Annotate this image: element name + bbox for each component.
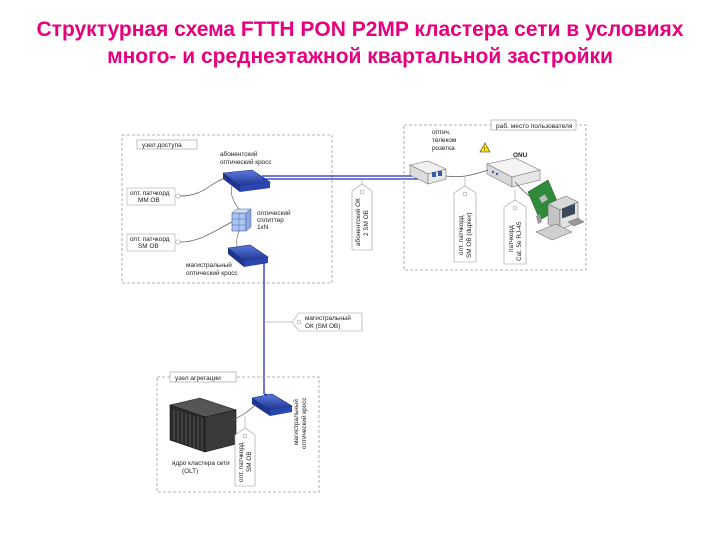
trunk-cross-access-label-2: оптический кросс	[186, 269, 238, 277]
mm-patchcord-line	[179, 177, 227, 197]
duplex-patchcord-line	[445, 169, 489, 178]
patchcord-cat5e-tag: патчкорд Cat. 5e RJ-45	[503, 190, 527, 265]
subscriber-cross-device	[222, 169, 271, 192]
trunk-cross-device-aggregation	[251, 393, 293, 416]
patchcord-duplex-label-1: опт. патчкорд	[458, 215, 465, 255]
computer-icon	[535, 195, 585, 241]
outlet-label-3: розетка	[432, 145, 455, 152]
trunk-cross-aggregation-label-1: магистральный	[292, 399, 300, 445]
patchcord-cat5e-label-2: Cat. 5e RJ-45	[516, 221, 523, 261]
aggregation-node: узел агрегации ядро кластера сети (OLT)	[156, 371, 320, 493]
olt-patchcord-line	[231, 403, 257, 421]
aggregation-node-header: узел агрегации	[175, 375, 221, 382]
splitter-label-3: 1xN	[257, 224, 269, 231]
patchcord-mm-tag: опт. патчкорд ММ ОВ	[126, 187, 181, 206]
optical-outlet	[409, 160, 447, 185]
svg-text:!: !	[484, 147, 486, 153]
outlet-label-2: телеком	[432, 137, 456, 144]
trunk-cable-label-2: ОК (SM ОВ)	[305, 323, 340, 330]
user-workplace-header-box	[490, 119, 577, 131]
patchcord-duplex-label-2: SM ОВ (duplex)	[466, 213, 473, 258]
outlet-label-1: оптич.	[432, 129, 451, 136]
user-workplace-header: раб. место пользователя	[496, 122, 573, 130]
patchcord-sm-tag: опт. патчкорд SM ОВ	[126, 233, 181, 252]
patchcord-duplex-tag: опт. патчкорд SM ОВ (duplex)	[453, 177, 477, 263]
subscriber-cable-tag: абонентский ОК 2 SM ОВ	[351, 179, 373, 251]
page-title: Структурная схема FTTH PON P2MP кластера…	[36, 18, 684, 68]
olt-label-2: (OLT)	[182, 468, 198, 475]
access-node-header: узел доступа	[142, 142, 182, 149]
fiber-lines	[262, 175, 430, 397]
patchcord-mm-label-2: ММ ОВ	[138, 197, 160, 204]
trunk-cable-label-1: магистральный	[305, 314, 351, 322]
splitter-to-cross-line	[230, 185, 240, 210]
olt-rack-icon	[168, 397, 238, 453]
subscriber-cable-label-1: абонентский ОК	[354, 198, 362, 246]
onu-label: ONU	[513, 152, 528, 159]
olt-label-1: ядро кластера сети	[172, 460, 230, 467]
patchcord-sm-label-1: опт. патчкорд	[130, 236, 170, 243]
aggregation-node-header-box	[169, 371, 237, 383]
optical-splitter	[231, 208, 252, 232]
subscriber-cable-label-2: 2 SM ОВ	[363, 210, 370, 236]
splitter-label-1: оптический	[257, 209, 291, 217]
user-workplace: раб. место пользователя оптич. телеком р…	[403, 119, 587, 271]
splitter-to-trunk-line	[236, 230, 240, 251]
access-node: узел доступа абонентский оптический крос…	[121, 134, 333, 284]
aggregation-patchcord-tag: опт. патчкорд SM ОВ	[234, 416, 256, 487]
aggregation-patchcord-label-2: SM ОВ	[246, 451, 253, 472]
trunk-cable-tag: магистральный ОК (SM ОВ)	[264, 312, 363, 332]
sm-patchcord-line	[179, 221, 233, 243]
patchcord-sm-label-2: SM ОВ	[138, 243, 159, 250]
aggregation-patchcord-label-1: опт. патчкорд	[238, 442, 245, 482]
trunk-cross-access-label-1: магистральный	[186, 261, 232, 269]
access-node-frame	[121, 134, 333, 284]
onu-device	[486, 157, 541, 188]
trunk-cross-aggregation-label-2: оптический кросс	[300, 397, 308, 449]
trunk-cross-device-access	[227, 244, 269, 267]
access-node-header-box	[136, 139, 198, 150]
aggregation-node-frame	[156, 376, 320, 493]
patchcord-cat5e-label-1: патчкорд	[508, 225, 515, 252]
splitter-label-2: сплиттер	[257, 217, 284, 224]
subscriber-cross-label-1: абонентский	[220, 150, 258, 158]
subscriber-cross-label-2: оптический кросс	[220, 158, 272, 166]
rj45-patchcord-line	[514, 181, 533, 199]
patchcord-mm-label-1: опт. патчкорд	[130, 190, 170, 197]
laser-warning-icon	[479, 142, 491, 153]
